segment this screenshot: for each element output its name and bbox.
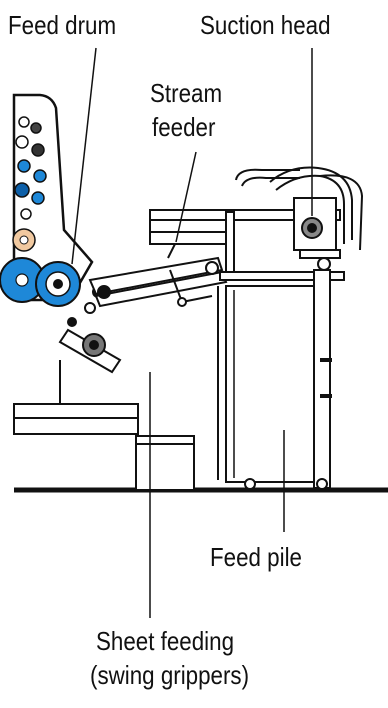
leader-feed-drum xyxy=(72,48,96,264)
feed-drum-label: Feed drum xyxy=(8,10,116,40)
feed-pile-label: Feed pile xyxy=(210,542,302,572)
lower-left-table xyxy=(14,360,194,490)
feed-pile-frame xyxy=(218,270,344,489)
suction-head xyxy=(294,198,340,270)
sheet-feeding-label-line2: (swing grippers) xyxy=(90,660,249,690)
sheet-feeding-label-line1: Sheet feeding xyxy=(96,626,234,656)
stream-feeder xyxy=(90,220,230,306)
stream-feeder-label-line2: feeder xyxy=(152,112,215,142)
suction-head-label: Suction head xyxy=(200,10,331,40)
stream-feeder-label-line1: Stream xyxy=(150,78,222,108)
